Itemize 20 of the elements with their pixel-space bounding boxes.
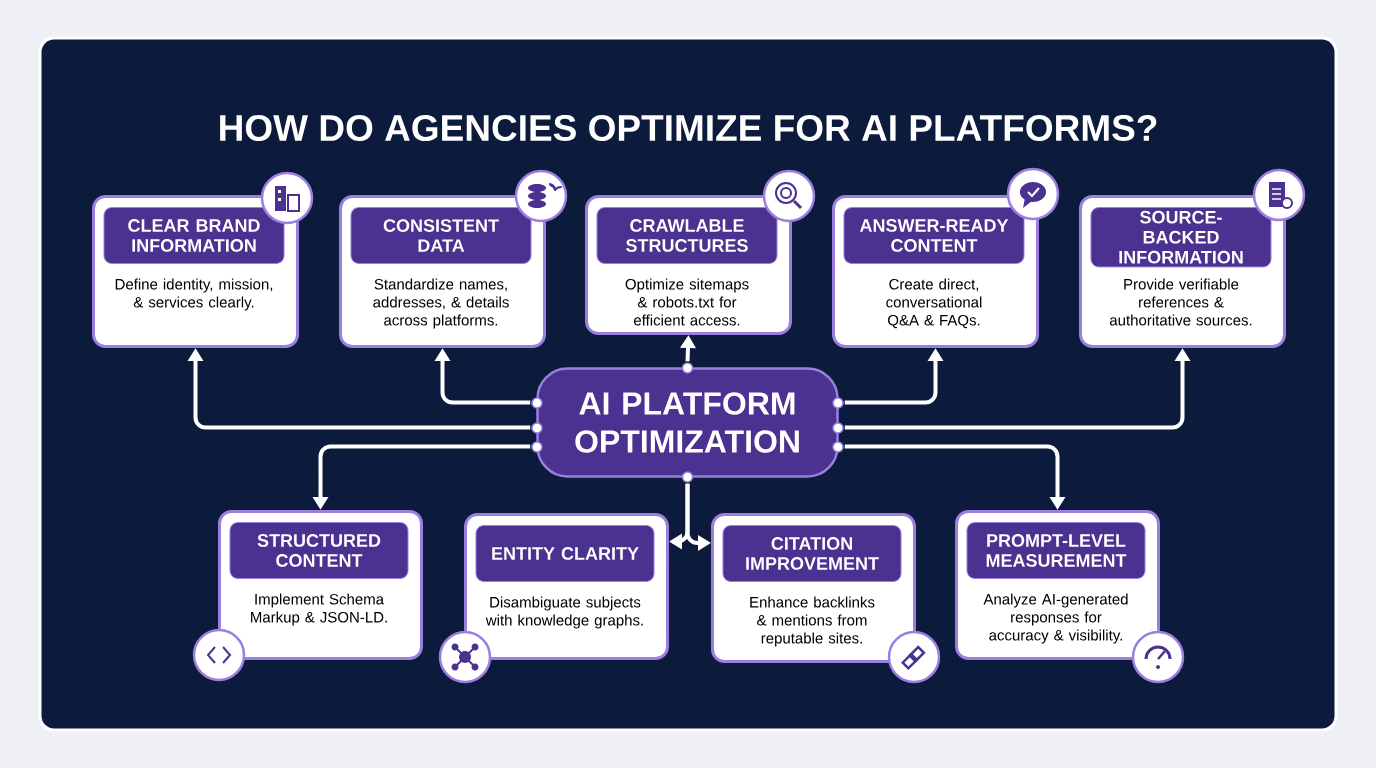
card-description: Define identity, mission, & services clearly. [115, 278, 273, 311]
card-description: Implement Schema Markup & JSON-LD. [251, 593, 387, 626]
heading-band: SOURCE-BACKED INFORMATION [1090, 207, 1272, 268]
heading-band: CLEAR BRAND INFORMATION [103, 207, 285, 264]
heading-band: CRAWLABLE STRUCTURES [596, 207, 778, 264]
heading-band: CONSISTENT DATA [350, 207, 532, 264]
heading-band: PROMPT-LEVEL MEASUREMENT [966, 522, 1146, 579]
heading-band: ENTITY CLARITY [475, 525, 655, 582]
heading-band: CITATION IMPROVEMENT [722, 525, 902, 582]
card-description: Disambiguate subjects with knowledge graphs. [485, 596, 643, 629]
title: HOW DO AGENCIES OPTIMIZE FOR AI PLATFORMS? [220, 114, 1157, 142]
heading-band: STRUCTURED CONTENT [229, 522, 409, 579]
card-description: Enhance backlinks & mentions from reputable sites. [750, 596, 875, 647]
card-description: Create direct, conversational Q&A & FAQs. [886, 278, 982, 329]
card-description: Optimize sitemaps & robots.txt for efficient access. [625, 278, 749, 326]
card-description: Standardize names, addresses, & details across platforms. [373, 278, 509, 329]
hub-box: AI PLATFORM OPTIMIZATION [536, 367, 839, 478]
heading-band: ANSWER-READY CONTENT [843, 207, 1025, 264]
card-description: Analyze AI-generated responses for accuracy & visibility. [983, 593, 1128, 644]
card-description: Provide verifiable references & authoritative sources. [1109, 278, 1252, 326]
